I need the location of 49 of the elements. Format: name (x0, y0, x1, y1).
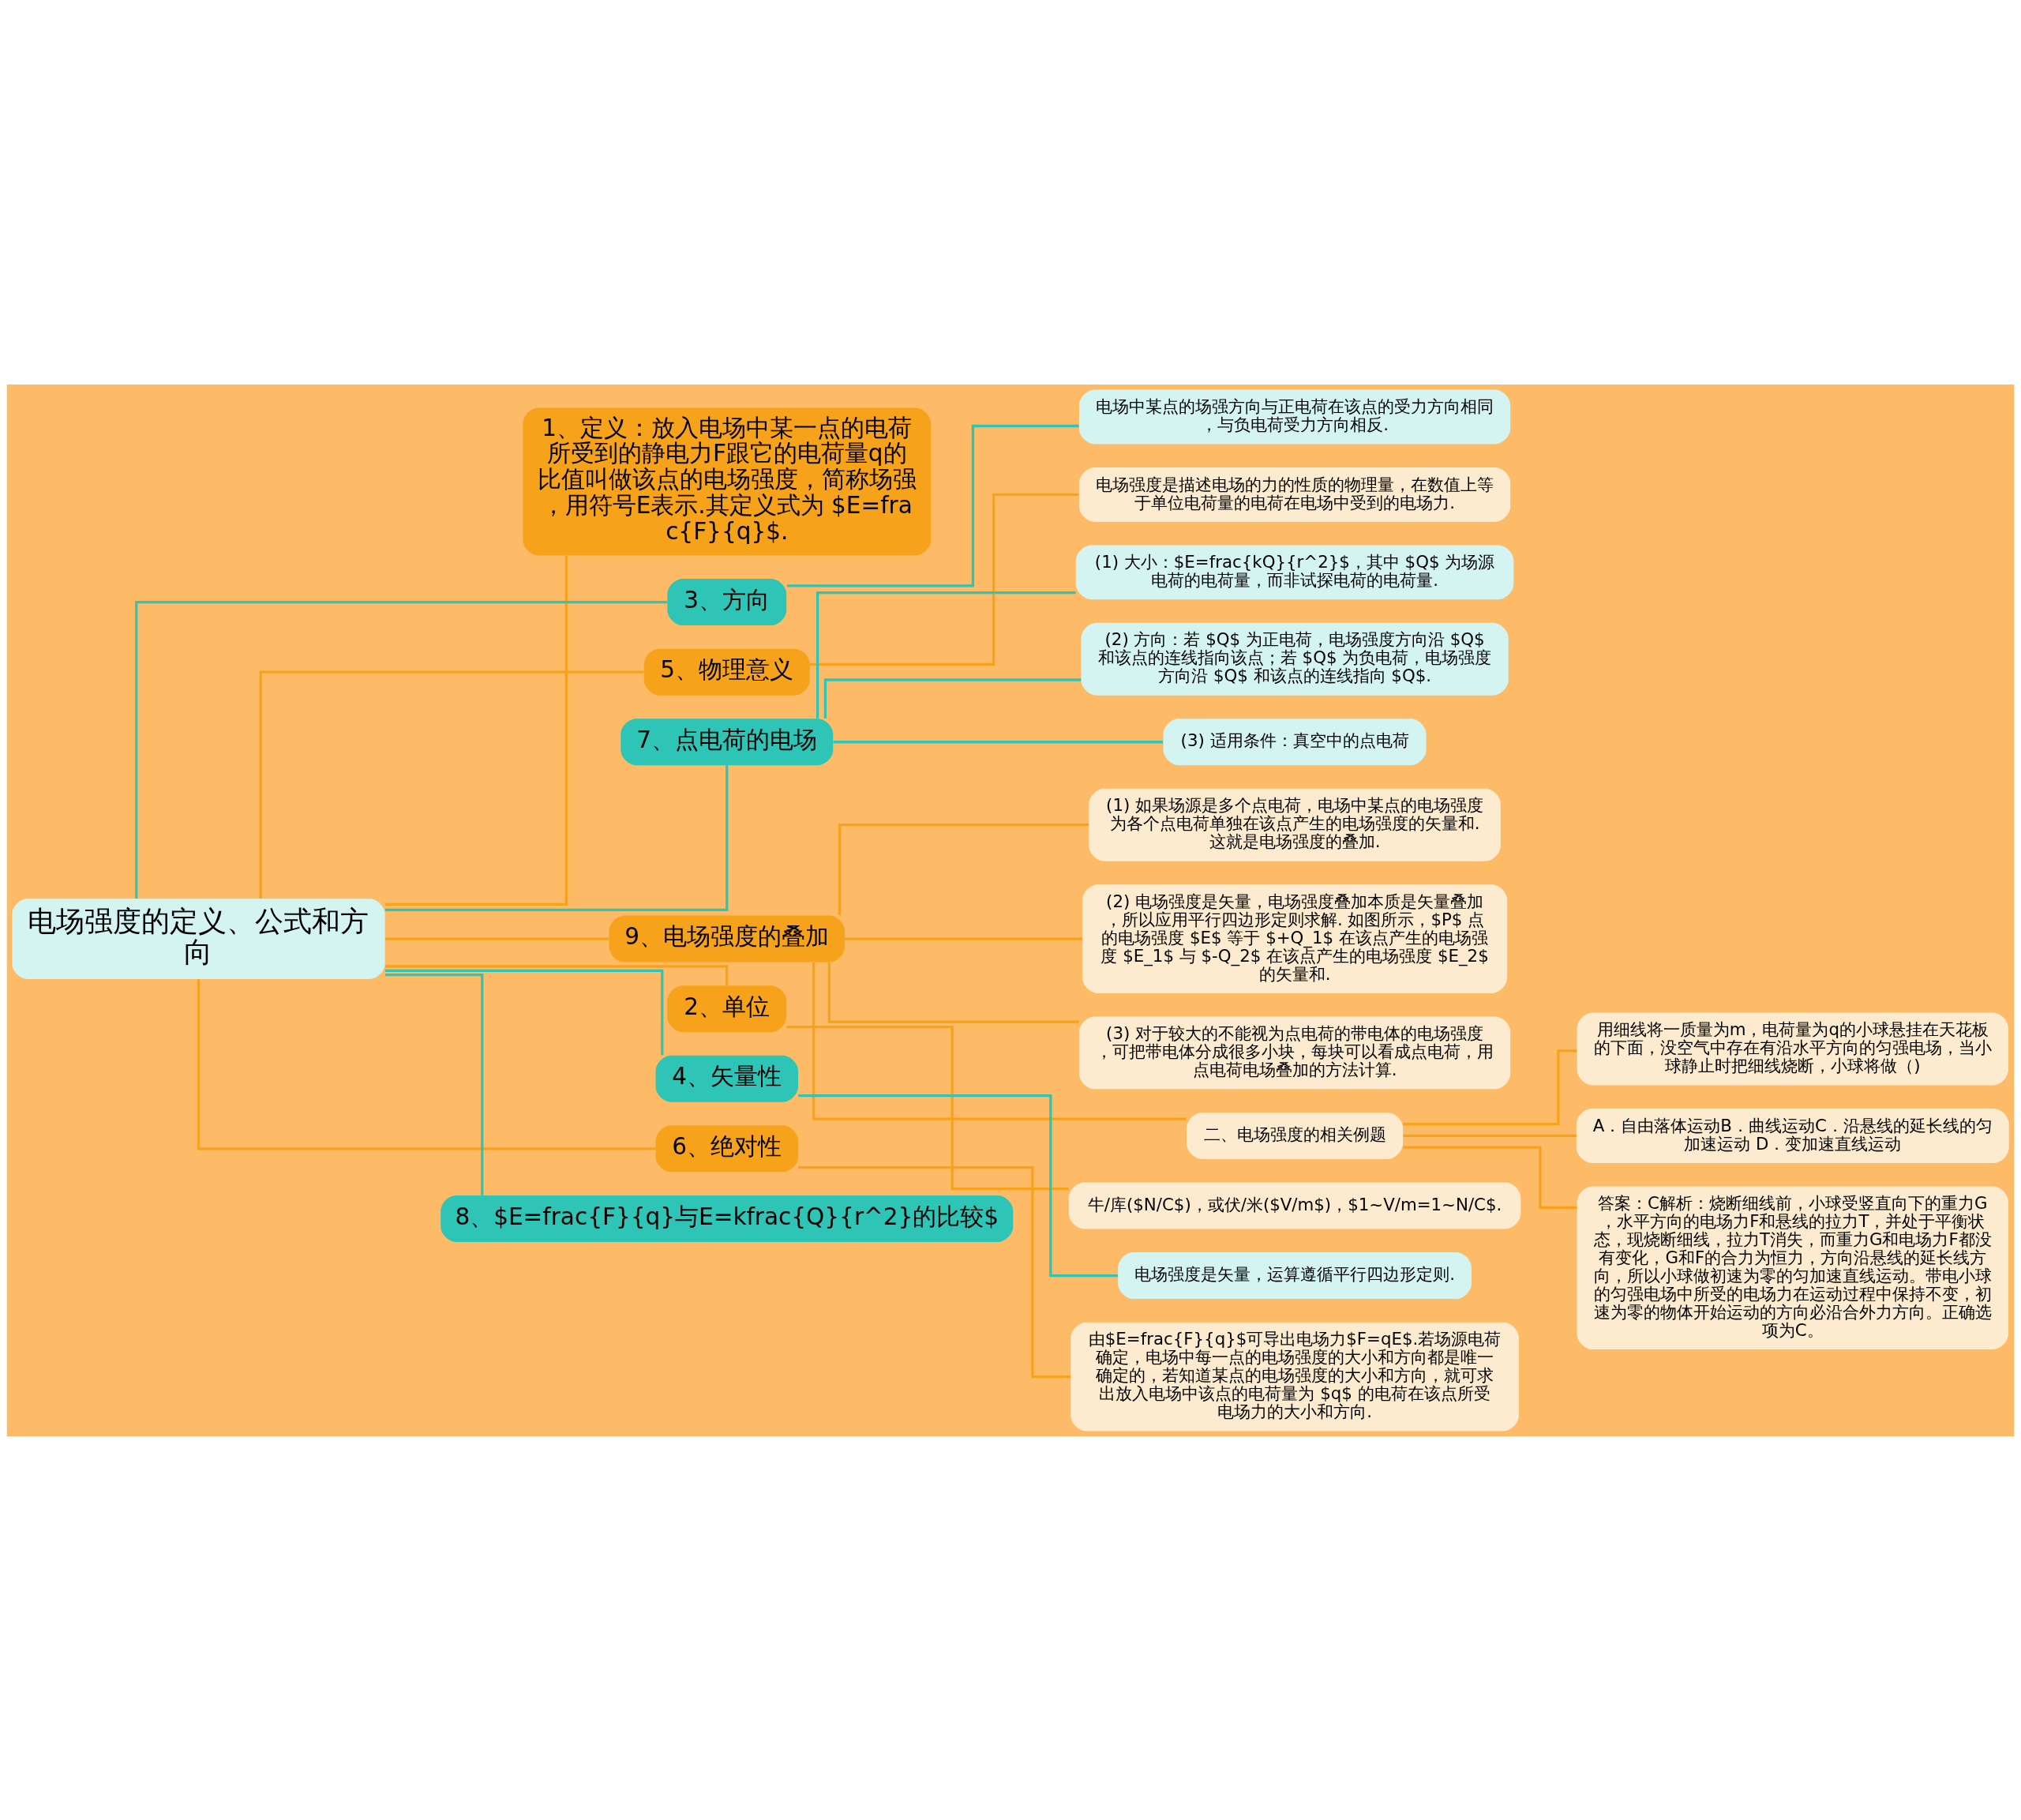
connector (838, 823, 1089, 915)
node-box: 5、物理意义 (643, 648, 810, 696)
connector (1403, 1134, 1577, 1137)
node-box: 2、单位 (667, 985, 787, 1032)
connector (259, 670, 644, 899)
connector (845, 936, 1082, 940)
node-box: 1、定义：放入电场中某一点的电荷所受到的静电力F跟它的电荷量q的比值叫做该点的电场强度，简称场强，用符号E表示.其定义式为 $E=frac{F}{q}$. (523, 407, 932, 556)
node-box: 电场强度的定义、公式和方向 (12, 898, 385, 979)
node-box: (1) 如果场源是多个点电荷，电场中某点的电场强度为各个点电荷单独在该点产生的电场强度的矢量和. 这就是电场强度的叠加. (1089, 788, 1501, 861)
connector (816, 591, 1076, 719)
node-box: (3) 适用条件：真空中的点电荷 (1163, 718, 1427, 765)
node-box: 电场中某点的场强方向与正电荷在该点的受力方向相同，与负电荷受力方向相反. (1078, 389, 1511, 444)
connector (827, 962, 1079, 1023)
connector (812, 962, 1187, 1120)
connector (809, 493, 1079, 666)
connector (384, 764, 729, 911)
connector (798, 1165, 1071, 1378)
node-box: 4、矢量性 (655, 1055, 798, 1102)
connector (384, 936, 609, 940)
node-box: 牛/库($N/C$)，或伏/米($V/m$)，$1~V/m=1~N/C$. (1068, 1182, 1521, 1229)
connector (197, 978, 656, 1150)
node-box: 3、方向 (667, 578, 787, 625)
node-box: 用细线将一质量为m，电荷量为q的小球悬挂在天花板的下面，没空气中存在有沿水平方向的匀强电场，当小球静止时把细线烧断，小球将做（) (1577, 1012, 2008, 1085)
connector (823, 677, 1082, 719)
node-box: 电场强度是描述电场的力的性质的物理量，在数值上等于单位电荷量的电荷在电场中受到的电场力. (1078, 467, 1511, 522)
node-box: (3) 对于较大的不能视为点电荷的带电体的电场强度，可把带电体分成很多小块，每块可以看成点电荷，用点电荷电场叠加的方法计算. (1078, 1016, 1511, 1089)
node-box: 9、电场强度的叠加 (609, 915, 846, 963)
connector (786, 1025, 1069, 1190)
node-box: 6、绝对性 (655, 1124, 798, 1172)
node-box: 由$E=frac{F}{q}$可导出电场力$F=qE$.若场源电荷确定，电场中每一点的电场强度的大小和方向都是唯一确定的，若知道某点的电场强度的大小和方向，就可求出放入电场中该点的电荷量为 $q$ 的电荷在该点所受电场力的大小和方向. (1070, 1322, 1519, 1431)
connector (384, 969, 664, 1056)
connector (833, 740, 1163, 743)
connector (1403, 1146, 1577, 1209)
node-box: A．自由落体运动B．曲线运动C．沿悬线的延长线的匀加速运动 D．变加速直线运动 (1576, 1108, 2009, 1163)
connector (384, 964, 729, 985)
node-box: 8、$E=frac{F}{q}与E=kfrac{Q}{r^2}的比较$ (441, 1195, 1014, 1242)
node-box: 二、电场强度的相关例题 (1187, 1112, 1404, 1159)
connector (384, 555, 568, 906)
node-box: 答案：C解析：烧断细线前，小球受竖直向下的重力G，水平方向的电场力F和悬线的拉力T，并处于平衡状态，现烧断细线，拉力T消失，而重力G和电场力F都没有变化，G和F的合力为恒力，方向沿悬线的延长线方向，所以小球做初速为零的匀加速直线运动。带电小球的匀强电场中所受的电场力在运动过程中保持不变，初速为零的物体开始运动的方向必沿合外力方向。正确选项为C。 (1577, 1185, 2008, 1349)
node-box: 电场强度是矢量，运算遵循平行四边形定则. (1118, 1251, 1472, 1299)
connector (385, 973, 484, 1195)
connector (787, 424, 1079, 587)
connector (135, 600, 667, 899)
connector (798, 1094, 1118, 1277)
node-box: 7、点电荷的电场 (621, 718, 834, 765)
connector (1403, 1049, 1577, 1125)
node-box: (1) 大小：$E=frac{kQ}{r^2}$，其中 $Q$ 为场源电荷的电荷量，而非试探电荷的电荷量. (1075, 544, 1514, 599)
node-box: (2) 方向：若 $Q$ 为正电荷，电场强度方向沿 $Q$ 和该点的连线指向该点；若 $Q$ 为负电荷，电场强度方向沿 $Q$ 和该点的连线指向 $Q$. (1081, 622, 1509, 696)
node-box: (2) 电场强度是矢量，电场强度叠加本质是矢量叠加，所以应用平行四边形定则求解. 如图所示，$P$ 点的电场强度 $E$ 等于 $+Q_1$ 在该点产生的电场强度 $E_1$ 与 $-Q_2$ 在该点产生的电场强度 $E_2$ 的矢量和. (1082, 884, 1508, 993)
